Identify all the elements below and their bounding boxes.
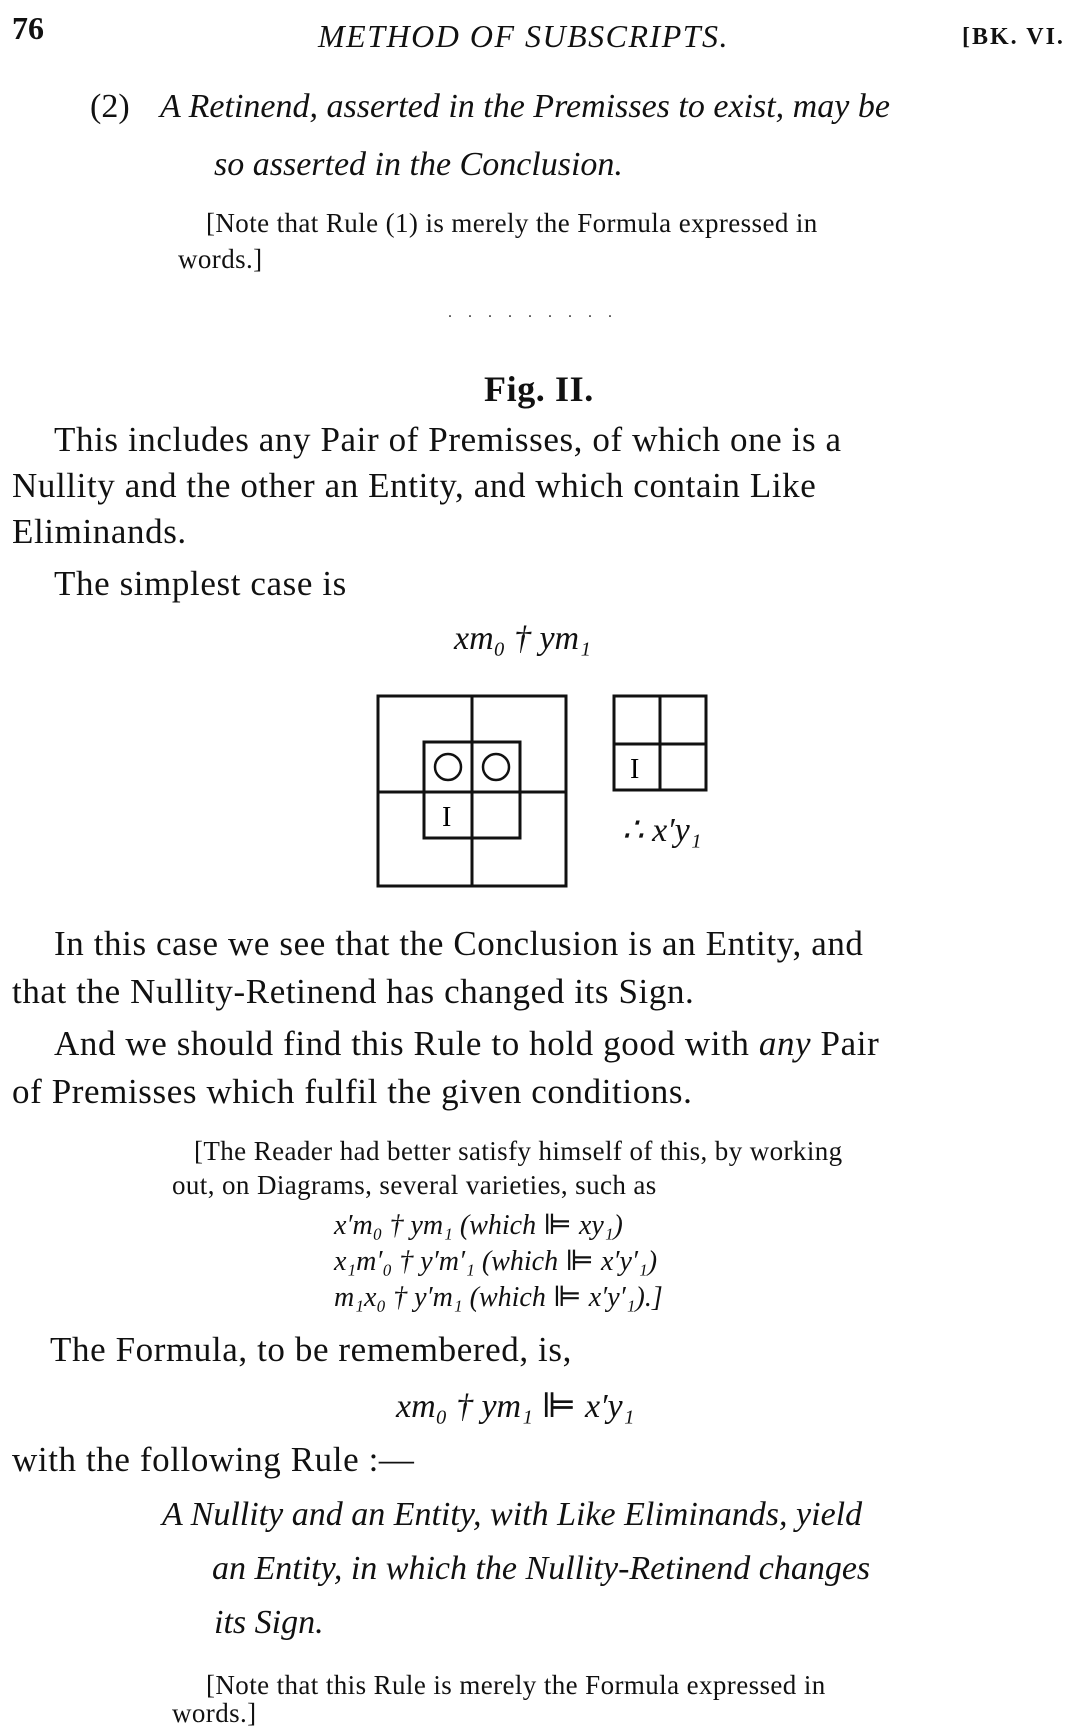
note-1-line1: [Note that Rule (1) is merely the Formul…	[206, 208, 818, 238]
fig-para-line2: Nullity and the other an Entity, and whi…	[12, 466, 817, 505]
premiss-formula: xm₀ † ym₁	[454, 620, 591, 657]
conclusion-entity-label: I	[630, 754, 639, 785]
note-2-line1: [The Reader had better satisfy himself o…	[194, 1136, 843, 1166]
para3-line2: of Premisses which fulfil the given cond…	[12, 1072, 693, 1111]
note-2-example-3: m₁x₀ † y′m₁ (which ⊫ x′y′₁).]	[334, 1282, 663, 1313]
book-reference: [BK. VI.	[962, 24, 1065, 50]
note-1-line2: words.]	[178, 244, 263, 274]
entity-counter-label: I	[442, 802, 451, 833]
para3-line1: And we should find this Rule to hold goo…	[54, 1024, 880, 1063]
figure-title: Fig. II.	[484, 369, 594, 409]
running-head: METHOD OF SUBSCRIPTS.	[318, 18, 730, 54]
fig-para-line1: This includes any Pair of Premisses, of …	[54, 420, 842, 459]
para2-line2: that the Nullity-Retinend has changed it…	[12, 972, 695, 1011]
note-2-example-2: x₁m′₀ † y′m′₁ (which ⊫ x′y′₁)	[334, 1246, 658, 1277]
separator-dots: . . . . . . . . .	[448, 304, 618, 321]
rule-2-line1: A Retinend, asserted in the Premisses to…	[160, 88, 890, 125]
rule-line2: an Entity, in which the Nullity-Retinend…	[212, 1550, 871, 1587]
simplest-case: The simplest case is	[54, 564, 347, 603]
conclusion-diagram: I	[612, 694, 708, 792]
conclusion-formula: ∴ x′y₁	[622, 812, 702, 849]
formula-intro: The Formula, to be remembered, is,	[50, 1330, 572, 1369]
rule-line3: its Sign.	[214, 1604, 324, 1641]
rule-2-number: (2)	[90, 88, 130, 125]
premiss-diagram: I	[376, 694, 568, 888]
rule-intro: with the following Rule :—	[12, 1440, 415, 1479]
note-2-line2: out, on Diagrams, several varieties, suc…	[172, 1170, 657, 1200]
page-number: 76	[12, 10, 44, 46]
note-3-line2: words.]	[172, 1698, 257, 1728]
nullity-counter-right	[481, 752, 511, 782]
fig-para-line3: Eliminands.	[12, 512, 187, 551]
note-3-line1: [Note that this Rule is merely the Formu…	[206, 1670, 826, 1700]
nullity-counter-left	[433, 752, 463, 782]
rule-2-line2: so asserted in the Conclusion.	[214, 146, 623, 183]
note-2-example-1: x′m₀ † ym₁ (which ⊫ xy₁)	[334, 1210, 623, 1241]
main-formula: xm₀ † ym₁ ⊫ x′y₁	[396, 1388, 635, 1425]
rule-line1: A Nullity and an Entity, with Like Elimi…	[162, 1496, 863, 1533]
para2-line1: In this case we see that the Conclusion …	[54, 924, 864, 963]
